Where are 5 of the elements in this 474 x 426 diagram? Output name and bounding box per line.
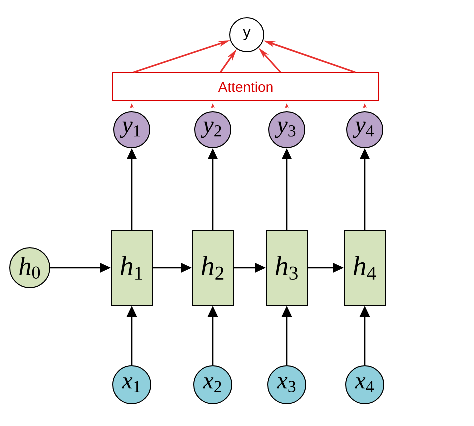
- hidden-state-box: h$_{2}$: [192, 230, 234, 306]
- hidden-state-box: h$_{3}$: [266, 230, 308, 306]
- hidden-state-box: h$_{1}$: [111, 230, 153, 306]
- hidden-state-box: h$_{4}$: [344, 230, 386, 306]
- attention-box: Attention: [112, 72, 380, 102]
